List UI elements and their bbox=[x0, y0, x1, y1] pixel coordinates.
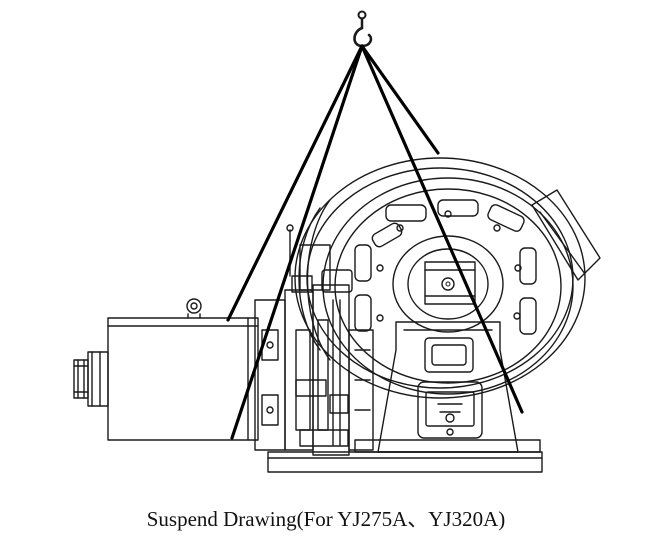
sling-rope-right-outer bbox=[360, 44, 440, 155]
brake-coupling-assembly bbox=[254, 224, 374, 456]
brake-block bbox=[531, 189, 601, 281]
sling-rope-left-inner bbox=[230, 44, 364, 440]
handwheel bbox=[73, 351, 109, 407]
sling-ropes bbox=[226, 44, 524, 440]
sling-rope-left bbox=[226, 44, 364, 322]
figure-caption: Suspend Drawing(For YJ275A、YJ320A) bbox=[146, 507, 506, 531]
encoder-box bbox=[107, 298, 259, 441]
front-pedestal bbox=[377, 321, 519, 453]
traction-machine-drawing bbox=[73, 10, 601, 473]
lifting-hook bbox=[353, 10, 373, 48]
base-frame bbox=[267, 439, 543, 473]
motor-housing bbox=[322, 177, 574, 395]
sling-rope-right bbox=[360, 44, 524, 414]
traction-sheave bbox=[294, 157, 586, 399]
